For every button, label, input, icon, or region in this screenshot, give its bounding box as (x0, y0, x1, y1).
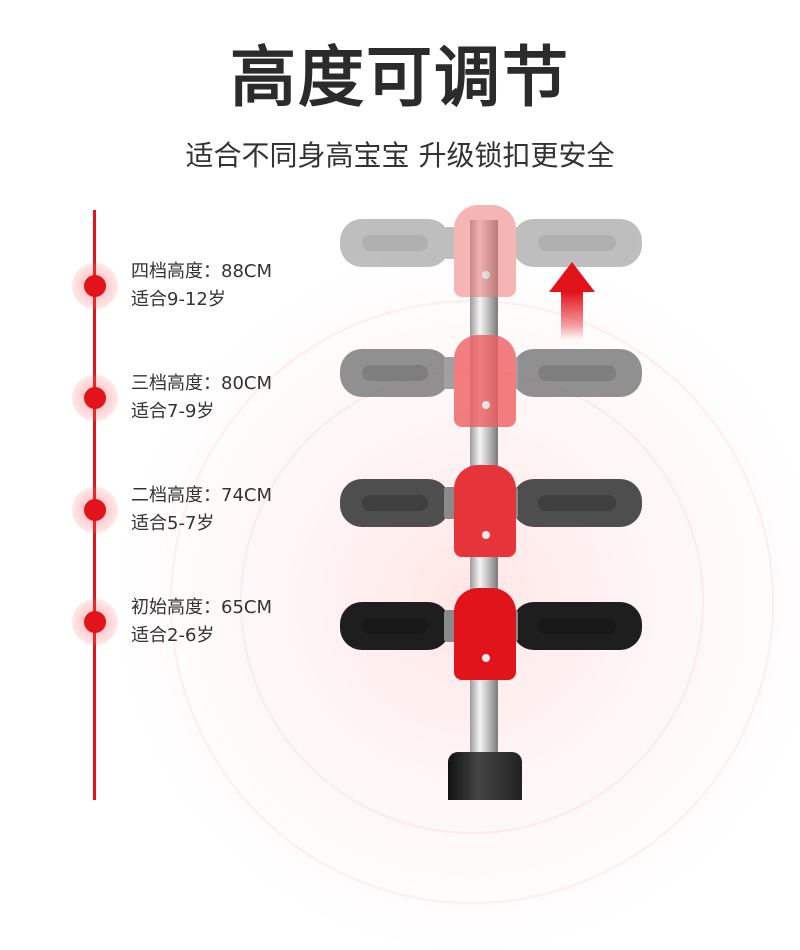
marker-dot (84, 611, 106, 633)
level-height: 二档高度：74CM (131, 485, 273, 506)
handlebar-clamp (454, 335, 516, 427)
scooter-stem-base (448, 752, 522, 800)
level-label-1: 初始高度：65CM 适合2-6岁 (131, 594, 272, 650)
marker-dot (84, 275, 106, 297)
marker-dot (84, 387, 106, 409)
arrow-up-icon (549, 262, 595, 292)
level-height: 三档高度：80CM (131, 373, 273, 394)
handlebar-position-3 (340, 335, 642, 427)
handlebar-position-4 (340, 205, 642, 297)
handlebar-grip-right (512, 219, 642, 267)
level-label-2: 二档高度：74CM 适合5-7岁 (131, 482, 272, 538)
handlebar-grip-left (340, 349, 450, 397)
level-marker-1 (72, 599, 118, 645)
level-height: 四档高度：88CM (131, 261, 273, 282)
level-marker-4 (72, 263, 118, 309)
handlebar-position-2 (340, 465, 642, 557)
marker-dot (84, 499, 106, 521)
handlebar-grip-left (340, 479, 450, 527)
level-marker-2 (72, 487, 118, 533)
level-height: 初始高度：65CM (131, 597, 273, 618)
handlebar-clamp (454, 205, 516, 297)
arrow-up-icon-shaft (561, 292, 583, 340)
handlebar-grip-right (512, 602, 642, 650)
level-age: 适合9-12岁 (131, 289, 226, 310)
page-title: 高度可调节 (230, 39, 570, 116)
handlebar-clamp (454, 465, 516, 557)
level-age: 适合5-7岁 (131, 513, 215, 534)
handlebar-grip-right (512, 349, 642, 397)
level-age: 适合2-6岁 (131, 625, 215, 646)
handlebar-clamp (454, 588, 516, 680)
level-age: 适合7-9岁 (131, 401, 215, 422)
handlebar-grip-left (340, 602, 450, 650)
level-label-4: 四档高度：88CM 适合9-12岁 (131, 258, 272, 314)
level-label-3: 三档高度：80CM 适合7-9岁 (131, 370, 272, 426)
level-marker-3 (72, 375, 118, 421)
page-subtitle: 适合不同身高宝宝 升级锁扣更安全 (185, 139, 615, 172)
handlebar-grip-right (512, 479, 642, 527)
handlebar-position-1 (340, 588, 642, 680)
handlebar-grip-left (340, 219, 450, 267)
